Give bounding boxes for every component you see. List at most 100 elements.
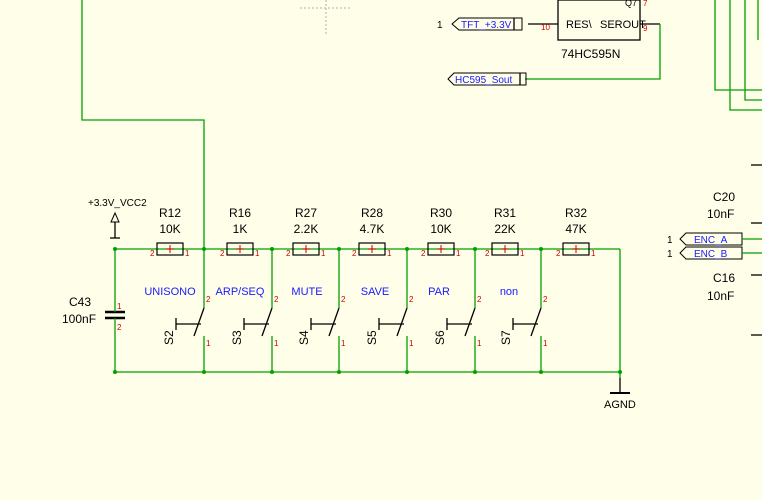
switch-label: MUTE — [291, 286, 322, 298]
c16-value: 10nF — [707, 289, 734, 303]
switch-label: non — [500, 286, 518, 298]
switch-label: UNISONO — [144, 286, 196, 298]
main-wiring — [114, 248, 621, 378]
resistor-value: 47K — [565, 222, 586, 236]
resistor-ref: R28 — [361, 206, 383, 220]
vcc-symbol: +3.3V_VCC2 — [88, 198, 147, 239]
switch-ref: S2 — [162, 330, 176, 345]
switch-label: SAVE — [361, 286, 390, 298]
junction-dot — [113, 370, 117, 374]
junction-dot — [337, 247, 341, 251]
resistor-ref: R32 — [565, 206, 587, 220]
junction-dot — [405, 370, 409, 374]
svg-text:9: 9 — [643, 24, 648, 33]
pin-number: 2 — [543, 295, 548, 304]
c43-value: 100nF — [62, 312, 96, 326]
pin-number: 2 — [421, 249, 426, 258]
junction-dot — [405, 247, 409, 251]
pin-number: 1 — [456, 249, 461, 258]
junction-dot — [618, 370, 622, 374]
pin-number: 2 — [274, 295, 279, 304]
chip-pin-serout: SEROUT — [600, 19, 646, 31]
resistor-value: 4.7K — [360, 222, 385, 236]
switch-ref: S7 — [499, 330, 513, 345]
pin-number: 2 — [352, 249, 357, 258]
crosshair-cursor — [300, 0, 352, 34]
pin-number: 1 — [274, 339, 279, 348]
chip-name: 74HC595N — [561, 47, 620, 61]
svg-text:1: 1 — [437, 20, 443, 31]
pin-number: 2 — [150, 249, 155, 258]
pin-number: 1 — [520, 249, 525, 258]
junction-dot — [270, 247, 274, 251]
chip-pin-q7: Q7 — [625, 0, 637, 8]
switch-row: UNISONOS221ARP/SEQS321MUTES421SAVES521PA… — [144, 249, 548, 372]
pin-number: 1 — [591, 249, 596, 258]
vcc-label: +3.3V_VCC2 — [88, 198, 147, 209]
pin-number: 2 — [206, 295, 211, 304]
svg-text:1: 1 — [667, 249, 673, 260]
junction-dot — [202, 370, 206, 374]
pin-number: 2 — [556, 249, 561, 258]
junction-dots — [113, 247, 622, 374]
hc595-label: HC595_Sout — [455, 75, 512, 86]
pin-number: 2 — [286, 249, 291, 258]
junction-dot — [202, 247, 206, 251]
switch-ref: S4 — [297, 330, 311, 345]
pin-number: 1 — [341, 339, 346, 348]
svg-text:7: 7 — [643, 0, 648, 8]
c43-ref: C43 — [69, 295, 91, 309]
switch-ref: S3 — [230, 330, 244, 345]
svg-text:10: 10 — [541, 23, 550, 32]
chip-74hc595: RES\ SEROUT Q7 74HC595N 10 9 7 — [528, 0, 660, 61]
junction-dot — [337, 370, 341, 374]
pin-number: 1 — [409, 339, 414, 348]
tft-label: TFT_+3.3V — [461, 20, 512, 31]
switch-s2: UNISONO S2 2 1 — [144, 249, 211, 372]
junction-dot — [473, 247, 477, 251]
agnd-symbol: AGND — [604, 378, 636, 411]
switch-label: PAR — [428, 286, 450, 298]
pin-number: 1 — [185, 249, 190, 258]
c16-ref: C16 — [713, 271, 735, 285]
junction-dot — [539, 370, 543, 374]
junction-dot — [539, 247, 543, 251]
pin-number: 1 — [387, 249, 392, 258]
cap-c16: C16 10nF — [707, 271, 762, 336]
resistor-ref: R31 — [494, 206, 516, 220]
pin-number: 1 — [321, 249, 326, 258]
c20-value: 10nF — [707, 207, 734, 221]
switch-s6: PAR S6 2 1 — [428, 249, 482, 372]
resistor-value: 10K — [430, 222, 451, 236]
svg-text:2: 2 — [117, 323, 122, 332]
resistor-r28: R28 4.7K 2 1 — [352, 206, 392, 258]
pin-number: 1 — [206, 339, 211, 348]
junction-dot — [270, 370, 274, 374]
pin-number: 2 — [485, 249, 490, 258]
port-tft: 1 TFT_+3.3V — [437, 17, 523, 31]
port-enc-b: 1 ENC_B — [667, 246, 762, 260]
c20-ref: C20 — [713, 190, 735, 204]
svg-text:1: 1 — [667, 235, 673, 246]
resistor-r32: R32 47K 2 1 — [556, 206, 596, 258]
junction-dot — [473, 370, 477, 374]
pin-number: 2 — [220, 249, 225, 258]
wire-upper-left — [81, 0, 205, 249]
resistor-value: 1K — [233, 222, 248, 236]
port-hc595-sout: HC595_Sout — [447, 72, 527, 86]
switch-ref: S6 — [433, 330, 447, 345]
pin-number: 2 — [477, 295, 482, 304]
pin-number: 1 — [543, 339, 548, 348]
resistor-ref: R16 — [229, 206, 251, 220]
pin-number: 1 — [477, 339, 482, 348]
junction-dot — [113, 247, 117, 251]
agnd-label: AGND — [604, 399, 636, 411]
